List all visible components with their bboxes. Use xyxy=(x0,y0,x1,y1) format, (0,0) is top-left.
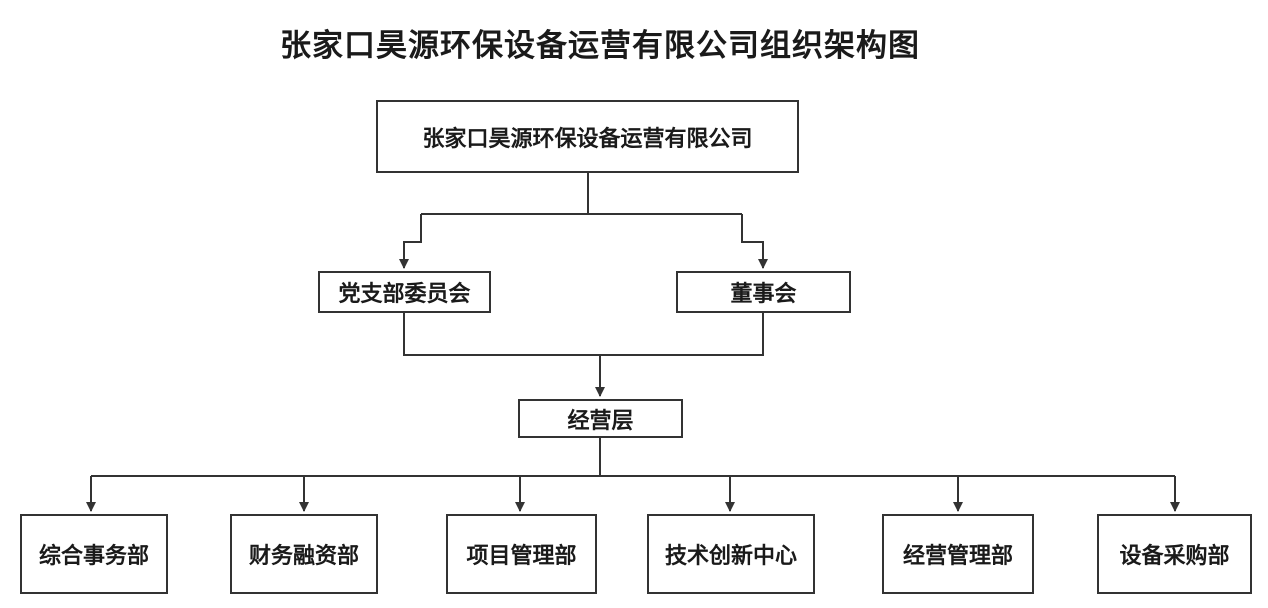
department-node: 财务融资部 xyxy=(230,514,378,594)
department-node: 项目管理部 xyxy=(446,514,597,594)
connector-to-party xyxy=(399,214,422,269)
party-committee-node: 党支部委员会 xyxy=(318,271,491,313)
chart-title: 张家口昊源环保设备运营有限公司组织架构图 xyxy=(280,28,920,64)
department-node: 技术创新中心 xyxy=(647,514,815,594)
department-node: 经营管理部 xyxy=(882,514,1034,594)
board-node: 董事会 xyxy=(676,271,851,313)
department-node: 设备采购部 xyxy=(1097,514,1252,594)
company-node: 张家口昊源环保设备运营有限公司 xyxy=(376,100,799,173)
connector-to-board xyxy=(741,214,768,269)
management-node: 经营层 xyxy=(518,399,683,438)
department-node: 综合事务部 xyxy=(20,514,168,594)
connector-merge xyxy=(403,313,764,356)
